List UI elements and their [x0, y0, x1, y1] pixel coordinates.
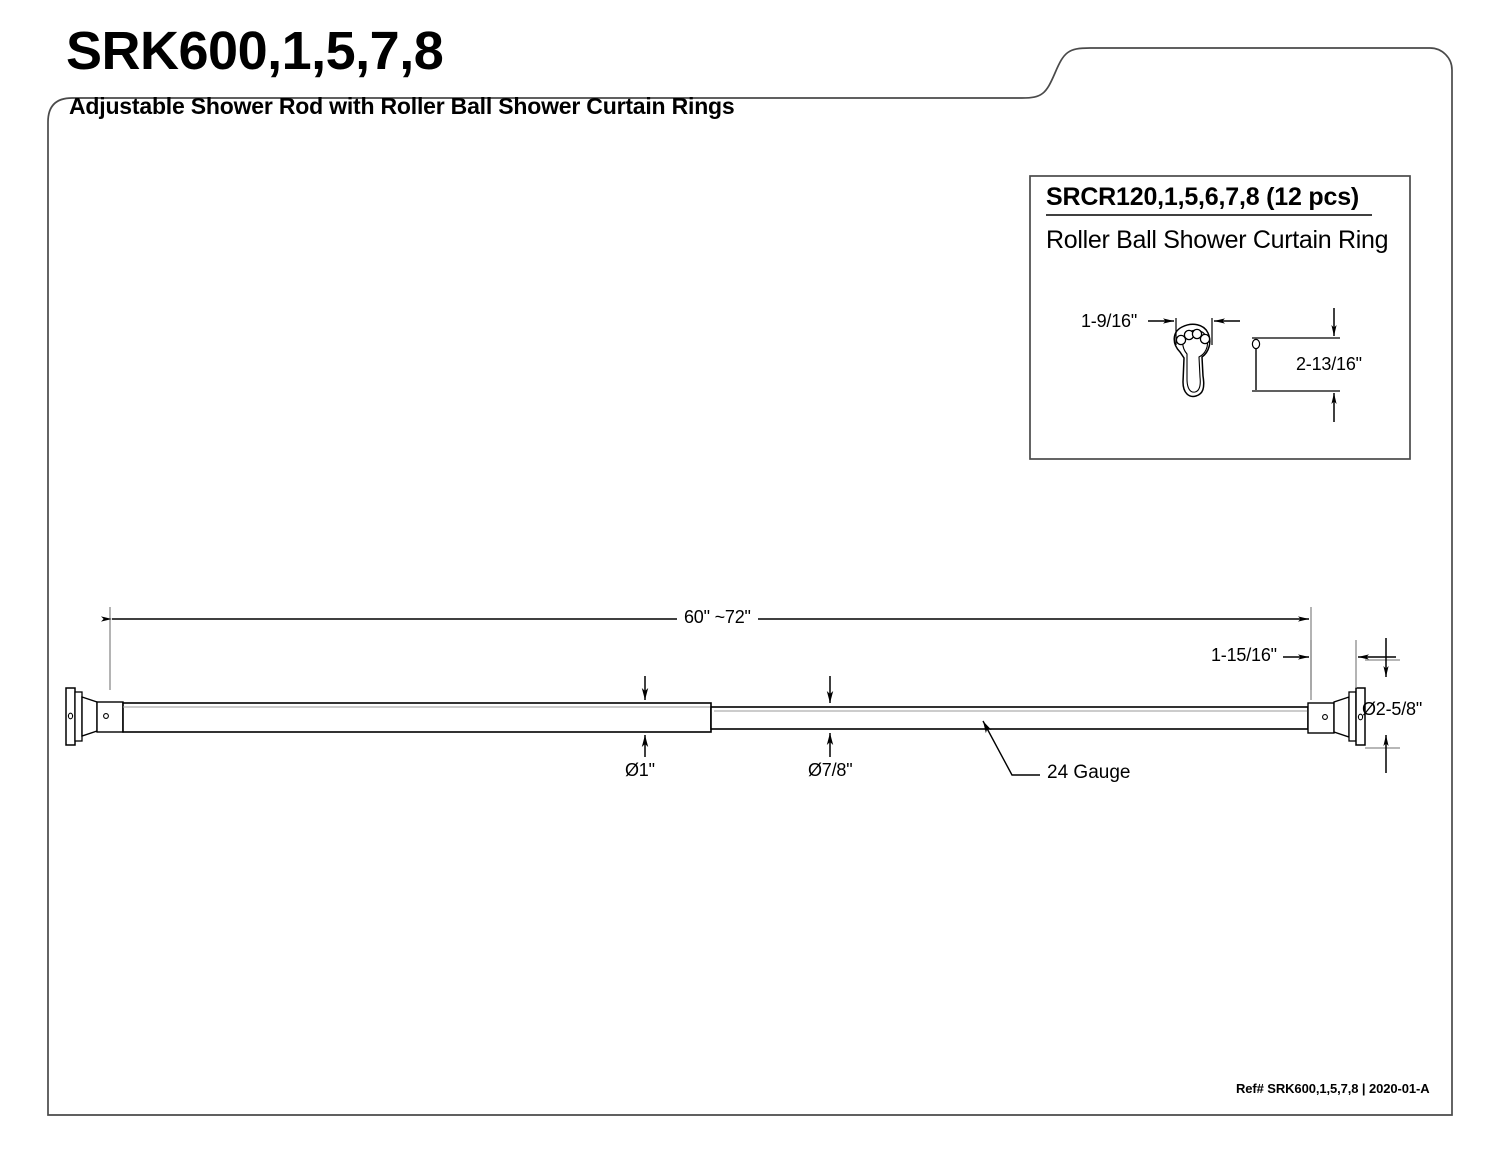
left-flange-assembly: [65, 687, 124, 746]
page-title: SRK600,1,5,7,8: [66, 21, 444, 81]
dimension-flange-offset: 1-15/16": [1211, 645, 1277, 665]
dimension-ring-height: 2-13/16": [1296, 354, 1362, 374]
right-flange-assembly: [1307, 687, 1366, 746]
inset-title: SRCR120,1,5,6,7,8 (12 pcs): [1046, 183, 1360, 211]
ring-side-view: [1251, 337, 1340, 392]
outer-tube: [122, 702, 712, 733]
inset-subtitle: Roller Ball Shower Curtain Ring: [1046, 226, 1389, 254]
ring-detail-inset: [1029, 175, 1411, 460]
flange-diameter-dimension: [1365, 638, 1400, 773]
inset-box-frame: [1029, 175, 1411, 460]
footer-reference: Ref# SRK600,1,5,7,8 | 2020-01-A: [1236, 1081, 1430, 1096]
dimension-flange-diameter: Ø2-5/8": [1362, 699, 1423, 719]
dimension-overall-length: 60" ~72": [677, 608, 758, 626]
sheet-border: [47, 47, 1453, 1116]
dimension-ring-width: 1-9/16": [1081, 311, 1138, 331]
dimension-outer-tube-diameter: Ø1": [625, 760, 655, 780]
dimension-inner-tube-diameter: Ø7/8": [808, 760, 853, 780]
page-subtitle: Adjustable Shower Rod with Roller Ball S…: [69, 93, 735, 119]
inner-tube: [710, 706, 1309, 730]
flange-offset-dimension: [1283, 640, 1396, 700]
ring-front-view: [1173, 318, 1213, 398]
shower-rod-assembly: [65, 687, 1366, 746]
label-material-gauge: 24 Gauge: [1047, 762, 1131, 783]
gauge-leader-line: [982, 720, 1040, 776]
